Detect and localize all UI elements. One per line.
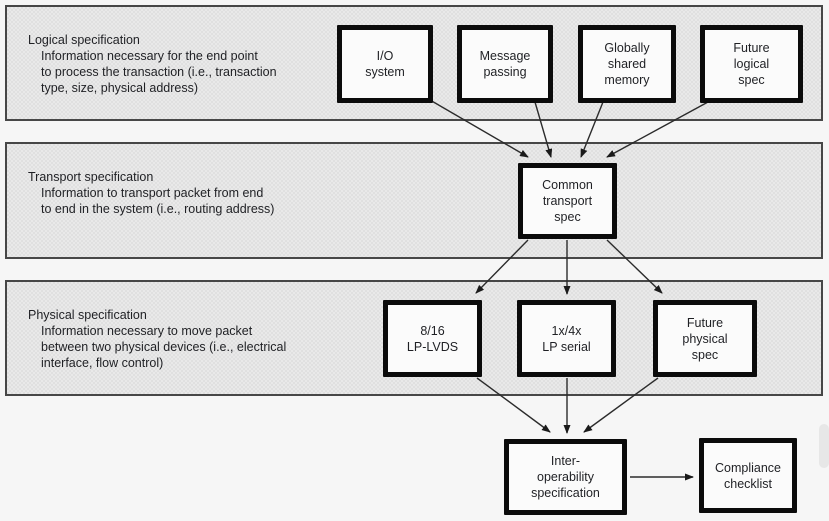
node-future-physical-spec: Future physical spec [653, 300, 757, 377]
band-transport-specification: Transport specification Information to t… [5, 142, 823, 259]
physical-band-title: Physical specification [28, 308, 147, 322]
node-lp-serial: 1x/4x LP serial [517, 300, 616, 377]
node-globally-shared-memory: Globally shared memory [578, 25, 676, 103]
node-lp-lvds: 8/16 LP-LVDS [383, 300, 482, 377]
node-interoperability-specification: Inter- operability specification [504, 439, 627, 515]
transport-band-title: Transport specification [28, 170, 154, 184]
logical-band-description: Information necessary for the end point … [41, 49, 277, 95]
node-common-transport-spec: Common transport spec [518, 163, 617, 239]
node-future-logical-spec: Future logical spec [700, 25, 803, 103]
node-message-passing: Message passing [457, 25, 553, 103]
logical-band-title: Logical specification [28, 33, 140, 47]
physical-band-description: Information necessary to move packet bet… [41, 324, 287, 370]
scrollbar-thumb[interactable] [819, 424, 829, 468]
node-io-system: I/O system [337, 25, 433, 103]
node-compliance-checklist: Compliance checklist [699, 438, 797, 513]
transport-band-description: Information to transport packet from end… [41, 186, 275, 216]
